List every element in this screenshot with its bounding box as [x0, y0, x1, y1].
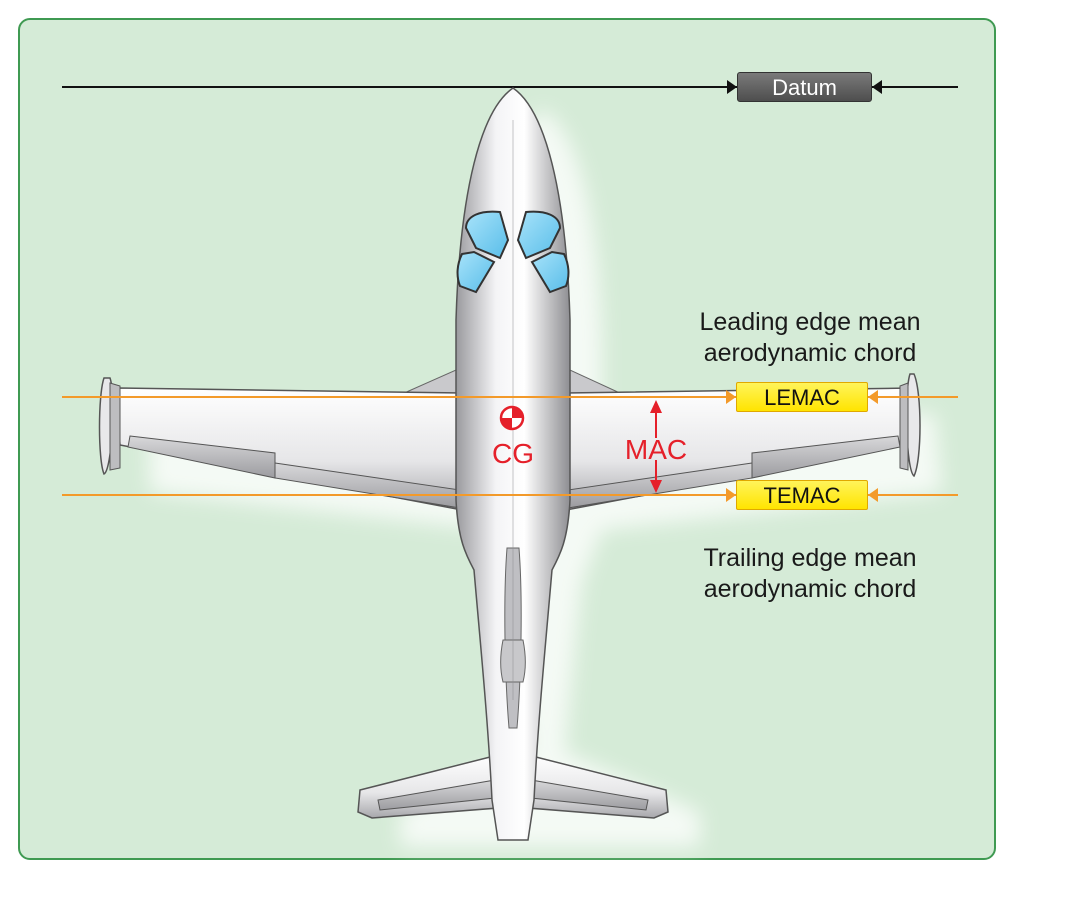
datum-arrow-left-icon	[727, 80, 737, 94]
lemac-arrow-left-icon	[726, 390, 736, 404]
datum-arrow-right-icon	[872, 80, 882, 94]
datum-label: Datum	[772, 75, 837, 100]
mac-dimension-arrows	[650, 400, 662, 493]
datum-tag: Datum	[737, 72, 872, 102]
mac-label: MAC	[624, 434, 688, 465]
leading-edge-line-2: aerodynamic chord	[703, 339, 917, 367]
cockpit-windows	[456, 210, 570, 294]
cg-label: CG	[492, 438, 534, 469]
lemac-label: LEMAC	[764, 385, 840, 410]
temac-label: TEMAC	[763, 483, 841, 508]
left-wing	[98, 377, 463, 511]
trailing-edge-line-2: aerodynamic chord	[703, 575, 917, 603]
lemac-tag: LEMAC	[736, 382, 868, 412]
temac-arrow-right-icon	[868, 488, 878, 502]
cg-symbol-icon	[499, 405, 525, 431]
right-wing	[565, 373, 921, 511]
leading-edge-description: Leading edge mean aerodynamic chord	[660, 307, 960, 369]
temac-arrow-left-icon	[726, 488, 736, 502]
trailing-edge-line-1: Trailing edge mean	[703, 544, 917, 572]
trailing-edge-description: Trailing edge mean aerodynamic chord	[660, 543, 960, 605]
temac-tag: TEMAC	[736, 480, 868, 510]
lemac-arrow-right-icon	[868, 390, 878, 404]
leading-edge-line-1: Leading edge mean	[699, 308, 921, 336]
